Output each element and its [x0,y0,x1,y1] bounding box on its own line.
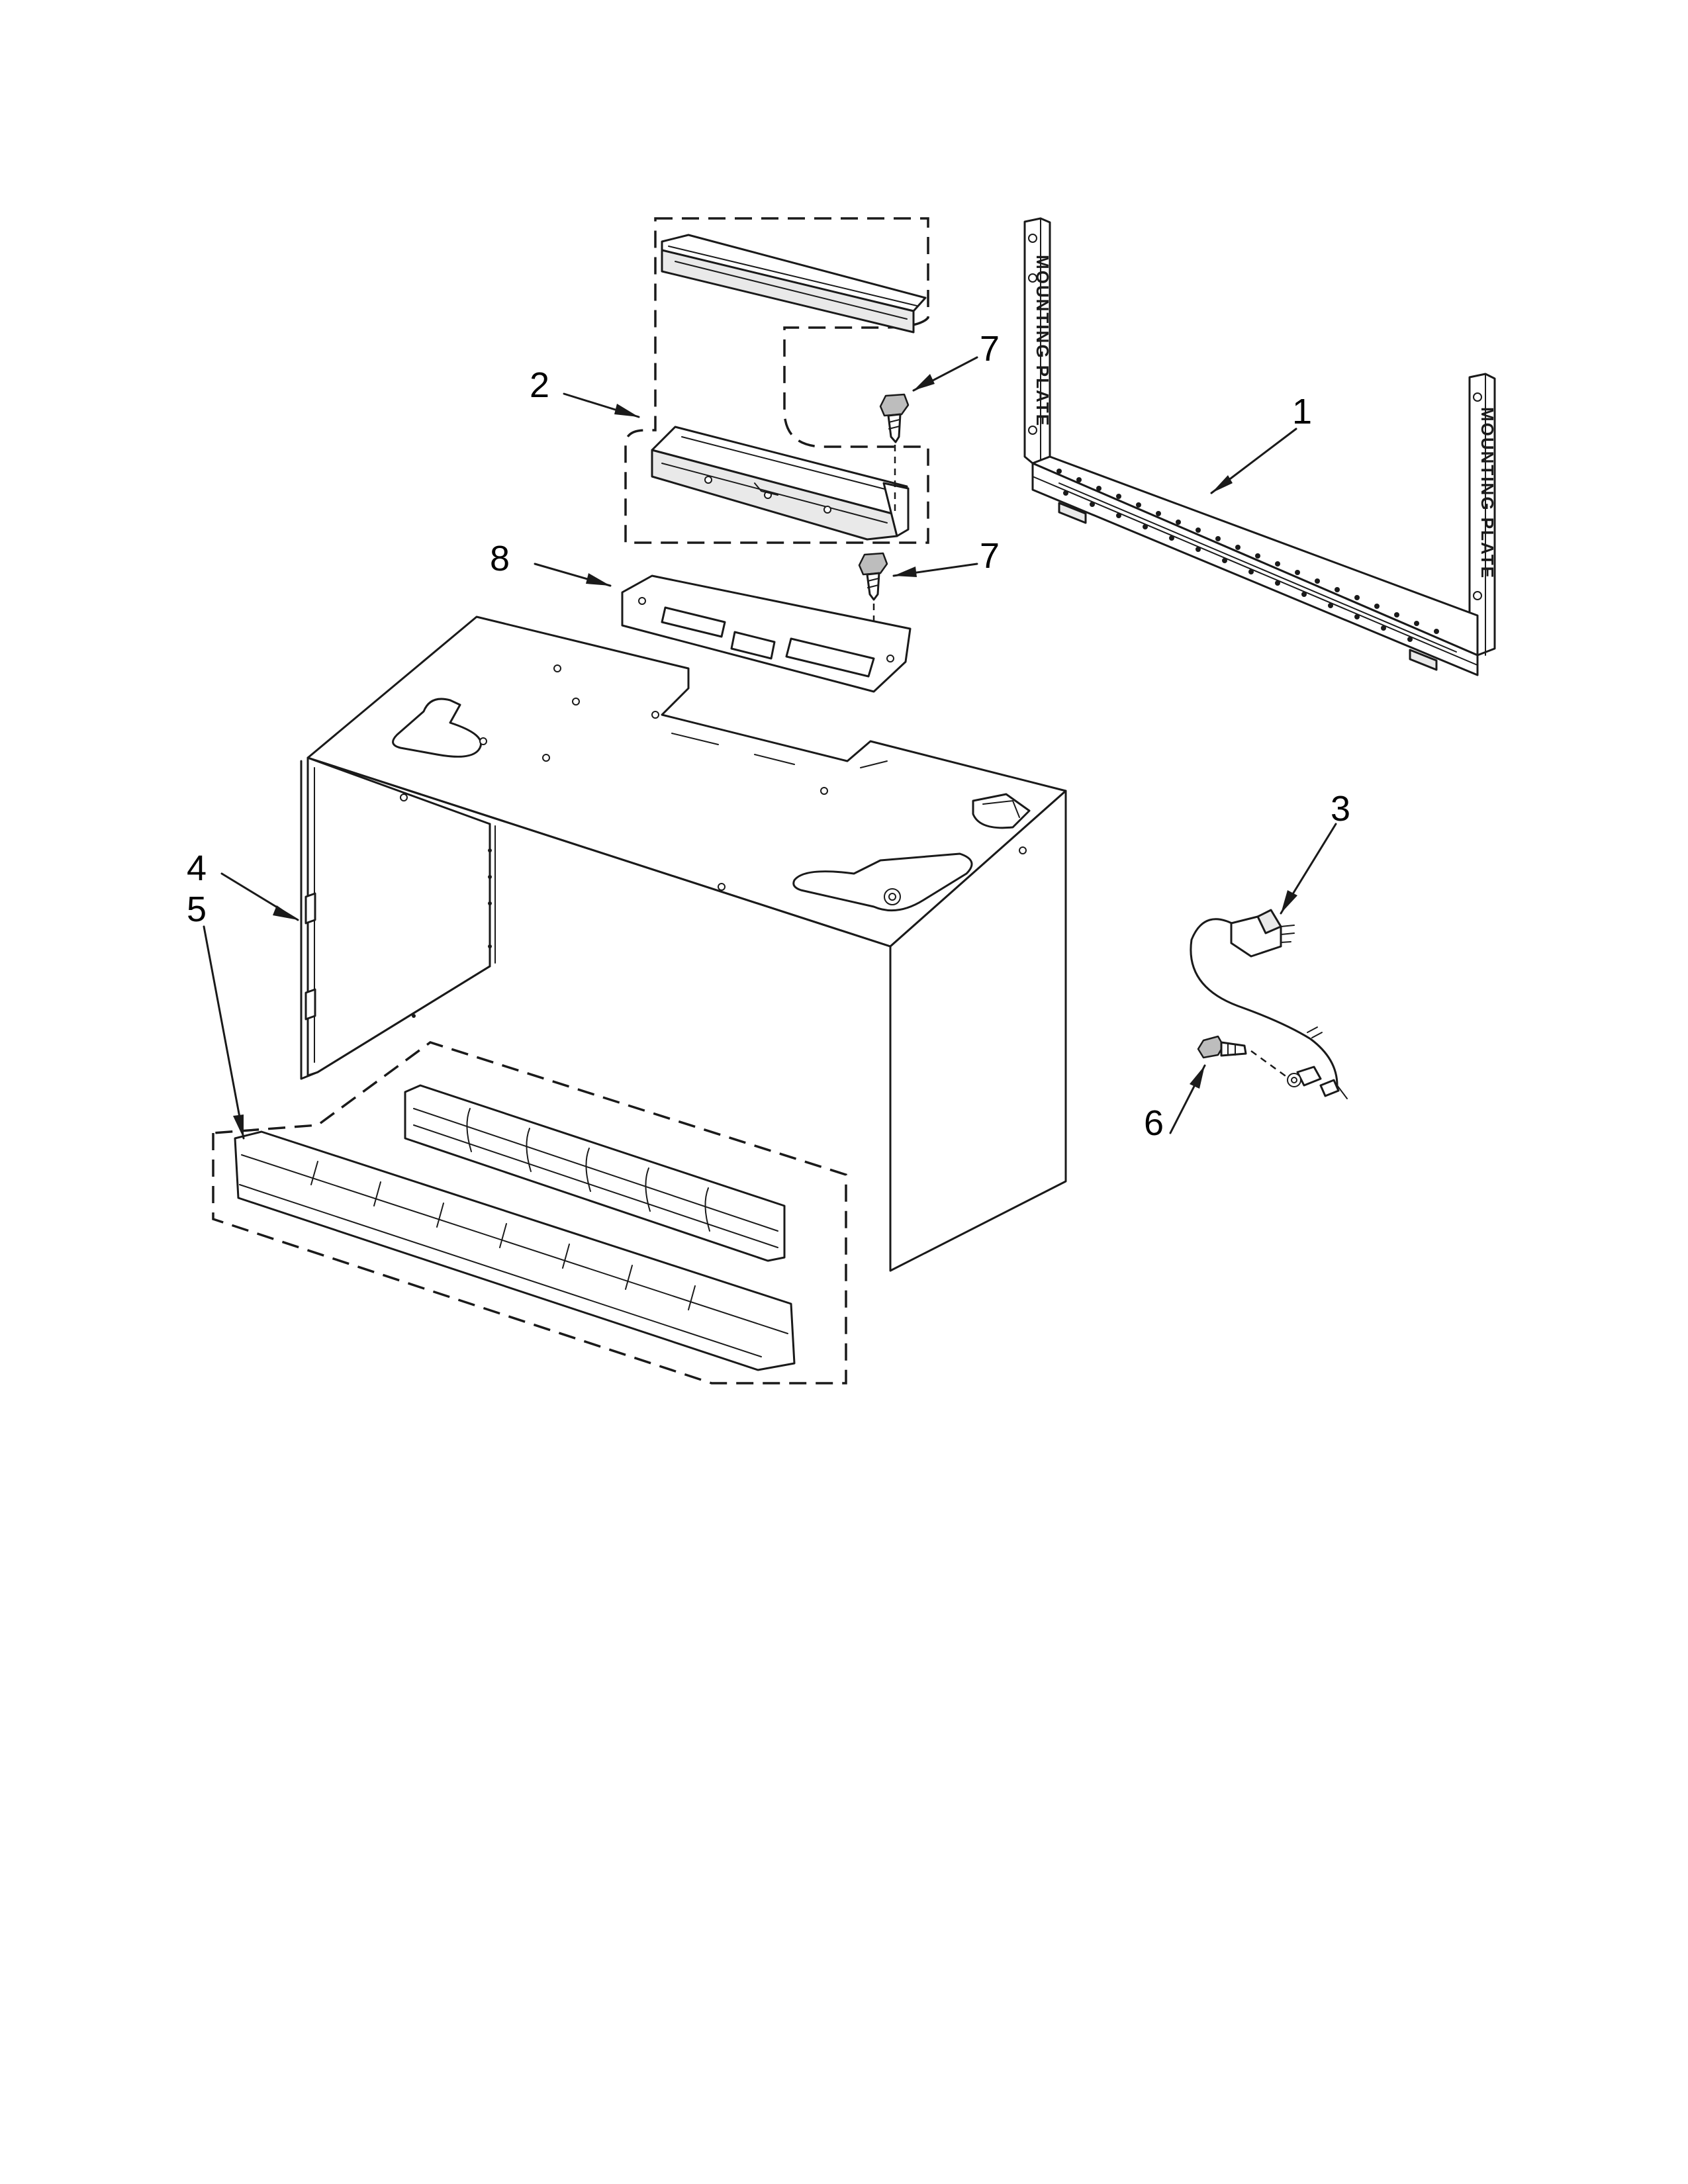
callout-7-lower: 7 [980,536,1000,576]
callout-7-upper: 7 [980,329,1000,369]
grille-group [212,1041,847,1385]
mounting-plate-top [621,574,912,693]
callout-5: 5 [187,889,207,929]
callout-2: 2 [530,365,549,405]
ground-screw [1197,1035,1288,1079]
mounting-plate-holes [1056,469,1439,642]
callout-leaders [203,356,1337,1140]
plate-label-right: MOUNTING PLATE [1477,407,1497,579]
callout-1: 1 [1292,392,1312,432]
grille-trough-dividers [310,1161,696,1310]
screw-upper [879,393,910,516]
grille-louver-ribs [466,1108,710,1232]
callout-8: 8 [490,539,510,578]
power-cord [1190,909,1348,1099]
callout-3: 3 [1331,789,1350,829]
callout-labels: 1 2 3 4 5 6 7 7 8 [187,329,1350,1143]
cabinet-wrapper [300,615,1067,1272]
plate-label-left: MOUNTING PLATE [1033,255,1053,427]
callout-4: 4 [187,848,207,888]
mounting-plate: MOUNTING PLATE MOUNTING PLATE [1023,217,1497,676]
callout-6: 6 [1144,1103,1164,1143]
vent-assembly-group [624,217,929,544]
